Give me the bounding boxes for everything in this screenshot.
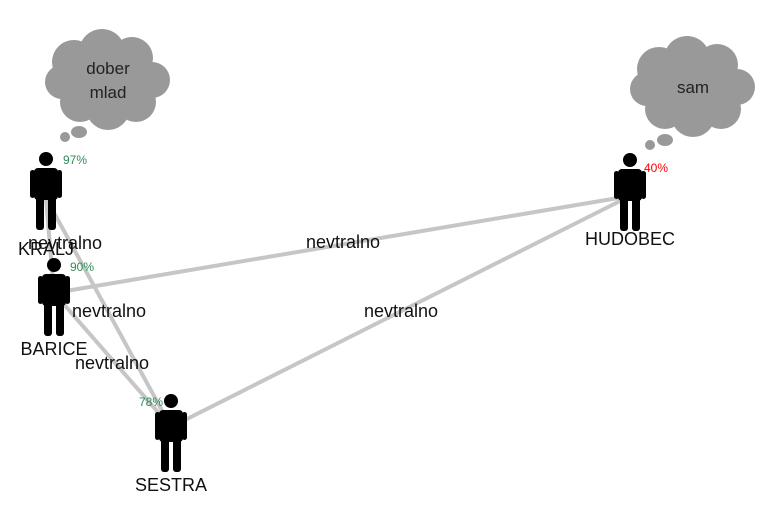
score-percent: 78% — [139, 395, 163, 409]
score-percent: 90% — [70, 260, 94, 274]
character-name: KRALJ — [18, 239, 74, 259]
character-sestra[interactable]: 78% SESTRA — [135, 394, 207, 495]
relation-label: nevtralno — [364, 301, 438, 321]
thought-bubble — [657, 134, 673, 146]
relation-edge-barice-sestra — [52, 291, 173, 429]
character-barice[interactable]: 90% BARICE — [20, 258, 94, 359]
trait-label: dober — [86, 59, 130, 78]
character-name: HUDOBEC — [585, 229, 675, 249]
character-kralj[interactable]: dober mlad 97% KRALJ — [18, 29, 170, 259]
trait-label: mlad — [90, 83, 127, 102]
character-name: SESTRA — [135, 475, 207, 495]
score-percent: 40% — [644, 161, 668, 175]
character-hudobec[interactable]: sam 40% HUDOBEC — [585, 36, 755, 249]
relation-label: nevtralno — [28, 233, 102, 253]
trait-label: sam — [677, 78, 709, 97]
thought-bubble — [71, 126, 87, 138]
relation-edge-kralj-sestra — [44, 196, 173, 429]
thought-bubble — [60, 132, 70, 142]
relation-label: nevtralno — [72, 301, 146, 321]
person-icon — [38, 258, 70, 336]
thought-cloud — [45, 29, 170, 130]
person-icon — [614, 153, 646, 231]
thought-bubble — [645, 140, 655, 150]
score-percent: 97% — [63, 153, 87, 167]
relation-label: nevtralno — [306, 232, 380, 252]
relation-edge-sestra-hudobec — [169, 194, 632, 429]
relation-label: nevtralno — [75, 353, 149, 373]
person-icon — [30, 152, 62, 230]
thought-cloud — [630, 36, 755, 137]
person-icon — [155, 394, 187, 472]
relation-edges — [44, 194, 632, 429]
relation-edge-barice-hudobec — [52, 194, 632, 295]
relation-labels: nevtralno nevtralno nevtralno nevtralno nevt… — [28, 232, 438, 373]
character-name: BARICE — [20, 339, 87, 359]
